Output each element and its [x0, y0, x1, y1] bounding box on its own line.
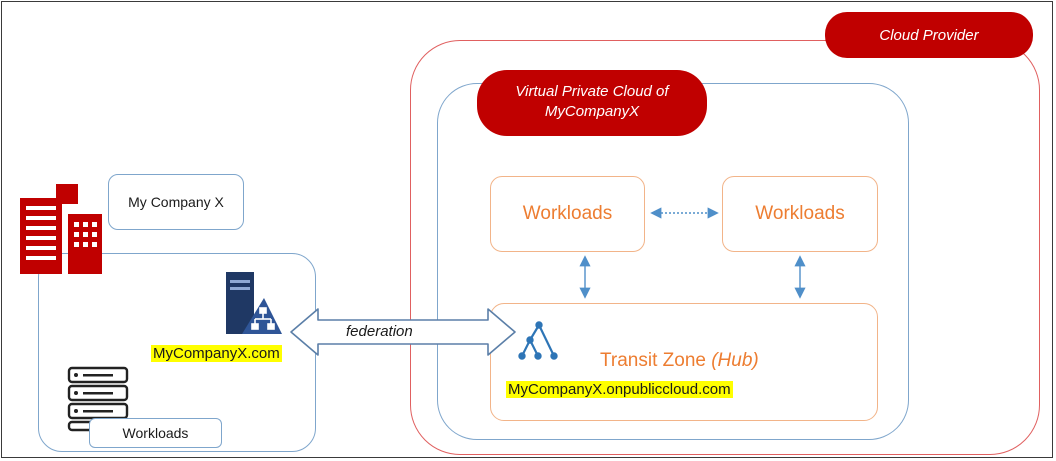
transit-zone-label-text: Transit Zone	[600, 350, 712, 371]
hierarchy-icon	[518, 321, 558, 360]
cloud-workloads-right-label: Workloads	[755, 203, 845, 224]
building-icon	[20, 184, 102, 274]
cloud-workloads-left: Workloads	[490, 176, 645, 252]
vpc-label-line1: Virtual Private Cloud of	[515, 83, 669, 100]
transit-zone-hub-label: (Hub)	[711, 350, 759, 371]
vpc-label: Virtual Private Cloud of MyCompanyX	[477, 70, 707, 136]
vpc-label-line2: MyCompanyX	[544, 103, 640, 120]
cloud-workloads-left-label: Workloads	[522, 203, 613, 224]
onprem-domain-label: MyCompanyX.com	[151, 345, 282, 362]
cloud-provider-label: Cloud Provider	[825, 12, 1033, 58]
company-label-box: My Company X	[108, 174, 244, 230]
company-label: My Company X	[128, 194, 224, 210]
onprem-workloads-box: Workloads	[89, 418, 222, 448]
transit-domain-label: MyCompanyX.onpubliccloud.com	[506, 381, 733, 398]
federation-label: federation	[346, 323, 413, 340]
server-directory-icon	[226, 272, 282, 334]
transit-zone-box	[490, 303, 878, 421]
transit-zone-label: Transit Zone (Hub)	[600, 350, 759, 372]
cloud-provider-boundary	[410, 40, 1040, 455]
cloud-workloads-right: Workloads	[722, 176, 878, 252]
onprem-workloads-label: Workloads	[122, 425, 189, 441]
